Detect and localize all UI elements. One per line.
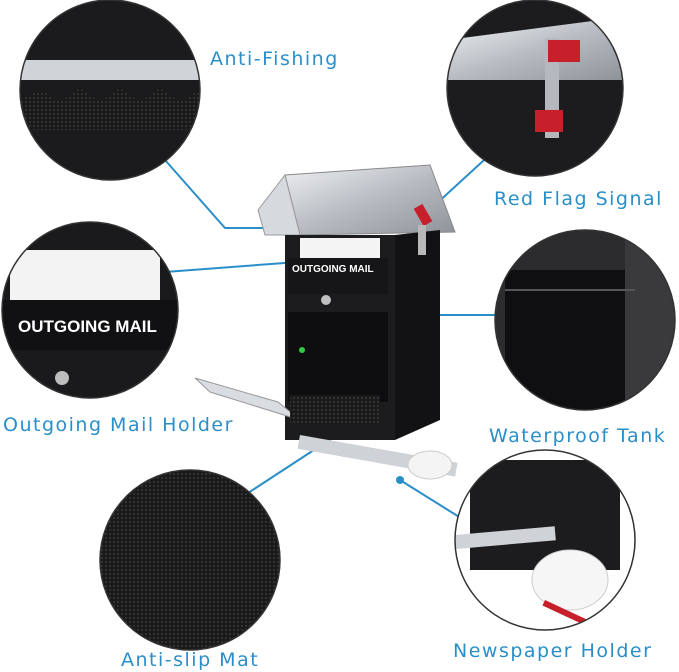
zoom-anti-slip [100, 470, 280, 650]
zoom-newspaper [455, 450, 635, 630]
slot-label: OUTGOING MAIL [292, 264, 374, 275]
zoom-red-flag [447, 0, 623, 176]
zoom-waterproof [495, 230, 675, 410]
zoom-outgoing-holder: OUTGOING MAIL [2, 222, 178, 398]
zoom-slot-label: OUTGOING MAIL [18, 317, 157, 336]
mailbox: OUTGOING MAIL [194, 164, 458, 480]
label-newspaper: Newspaper Holder [453, 640, 653, 662]
label-waterproof: Waterproof Tank [489, 425, 667, 447]
label-red-flag: Red Flag Signal [494, 188, 663, 210]
label-anti-slip: Anti-slip Mat [121, 649, 260, 671]
zoom-anti-fishing [20, 0, 200, 180]
label-outgoing-holder: Outgoing Mail Holder [3, 414, 234, 436]
label-anti-fishing: Anti-Fishing [210, 48, 339, 70]
